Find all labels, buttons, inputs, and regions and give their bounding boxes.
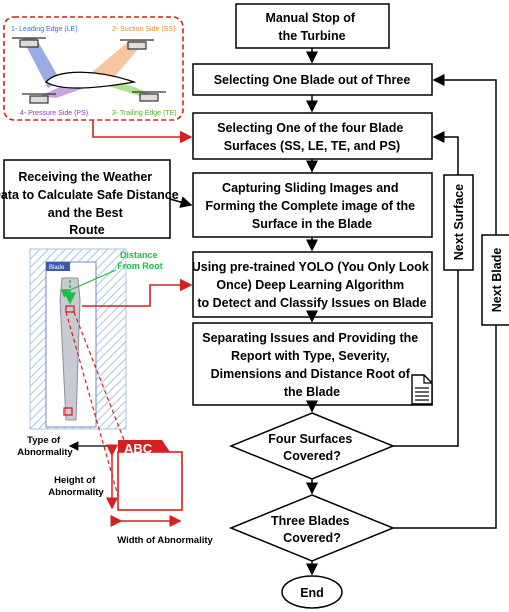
svg-text:Selecting One of the four Blad: Selecting One of the four Blade Surfaces… <box>217 121 407 153</box>
svg-text:Blade: Blade <box>49 265 65 271</box>
decision-three-blades: Three Blades Covered? <box>229 494 395 562</box>
svg-text:Width of Abnormality: Width of Abnormality <box>117 535 213 546</box>
svg-text:Separating Issues and Providin: Separating Issues and Providing the Repo… <box>202 331 422 399</box>
box-capture-images: Capturing Sliding Images and Forming the… <box>192 172 433 238</box>
svg-text:Manual Stop of the Turbi: Manual Stop of the Turbine <box>265 11 358 43</box>
abnormality-detail: ABC Type of Abnormality Height of Abnorm… <box>17 435 213 546</box>
box-yolo-detection: Using pre-trained YOLO (You Only Look On… <box>192 251 433 318</box>
svg-text:Three Blades Covered?: Three Blades Covered? <box>271 514 353 545</box>
box-select-surface: Selecting One of the four Blade Surfaces… <box>192 112 433 160</box>
box-manual-stop: Manual Stop of the Turbine <box>235 3 390 49</box>
drone-panel-connector <box>92 120 193 144</box>
blade-connector <box>82 278 193 307</box>
svg-text:1- Leading Edge (LE): 1- Leading Edge (LE) <box>11 26 78 33</box>
svg-text:Four Surfaces Covered?: Four Surfaces Covered? <box>268 432 356 463</box>
svg-text:2- Suction Side (SS): 2- Suction Side (SS) <box>112 26 175 33</box>
blade-diagram: Blade Distance From Root <box>29 248 163 497</box>
svg-text:End: End <box>300 586 324 600</box>
next-surface-label: Next Surface <box>443 174 474 271</box>
drone-surfaces-panel: 1- Leading Edge (LE) 2- Suction Side (SS… <box>3 16 184 121</box>
terminal-end: End <box>281 575 343 609</box>
svg-text:Distance From Root: Distance From Root <box>117 250 163 271</box>
box-weather-data: Receiving the Weather Data to Calculate … <box>0 159 193 239</box>
svg-text:Next Surface: Next Surface <box>452 184 466 260</box>
svg-text:4- Pressure Side (PS): 4- Pressure Side (PS) <box>20 110 88 117</box>
svg-text:Using pre-trained YOLO (You On: Using pre-trained YOLO (You Only Look On… <box>192 260 433 310</box>
svg-text:Height of Abnormality: Height of Abnormality <box>48 475 104 498</box>
svg-text:Capturing Sliding Images and: Capturing Sliding Images and Forming the… <box>205 181 418 231</box>
box-select-blade: Selecting One Blade out of Three <box>192 63 433 96</box>
next-blade-label: Next Blade <box>481 234 509 326</box>
svg-text:Selecting One Blade out of Thr: Selecting One Blade out of Three <box>214 73 411 87</box>
drone-icon <box>12 37 166 104</box>
box-report: Separating Issues and Providing the Repo… <box>192 322 433 406</box>
svg-text:Next Blade: Next Blade <box>490 248 504 313</box>
svg-text:Type of Abnormality: Type of Abnormality <box>17 435 73 458</box>
document-icon <box>411 374 433 405</box>
svg-text:3- Trailing Edge (TE): 3- Trailing Edge (TE) <box>112 110 177 117</box>
decision-four-surfaces: Four Surfaces Covered? <box>229 412 395 480</box>
svg-text:Receiving the Weather Da: Receiving the Weather Data to Calculate … <box>0 170 182 237</box>
svg-text:ABC: ABC <box>124 441 153 456</box>
